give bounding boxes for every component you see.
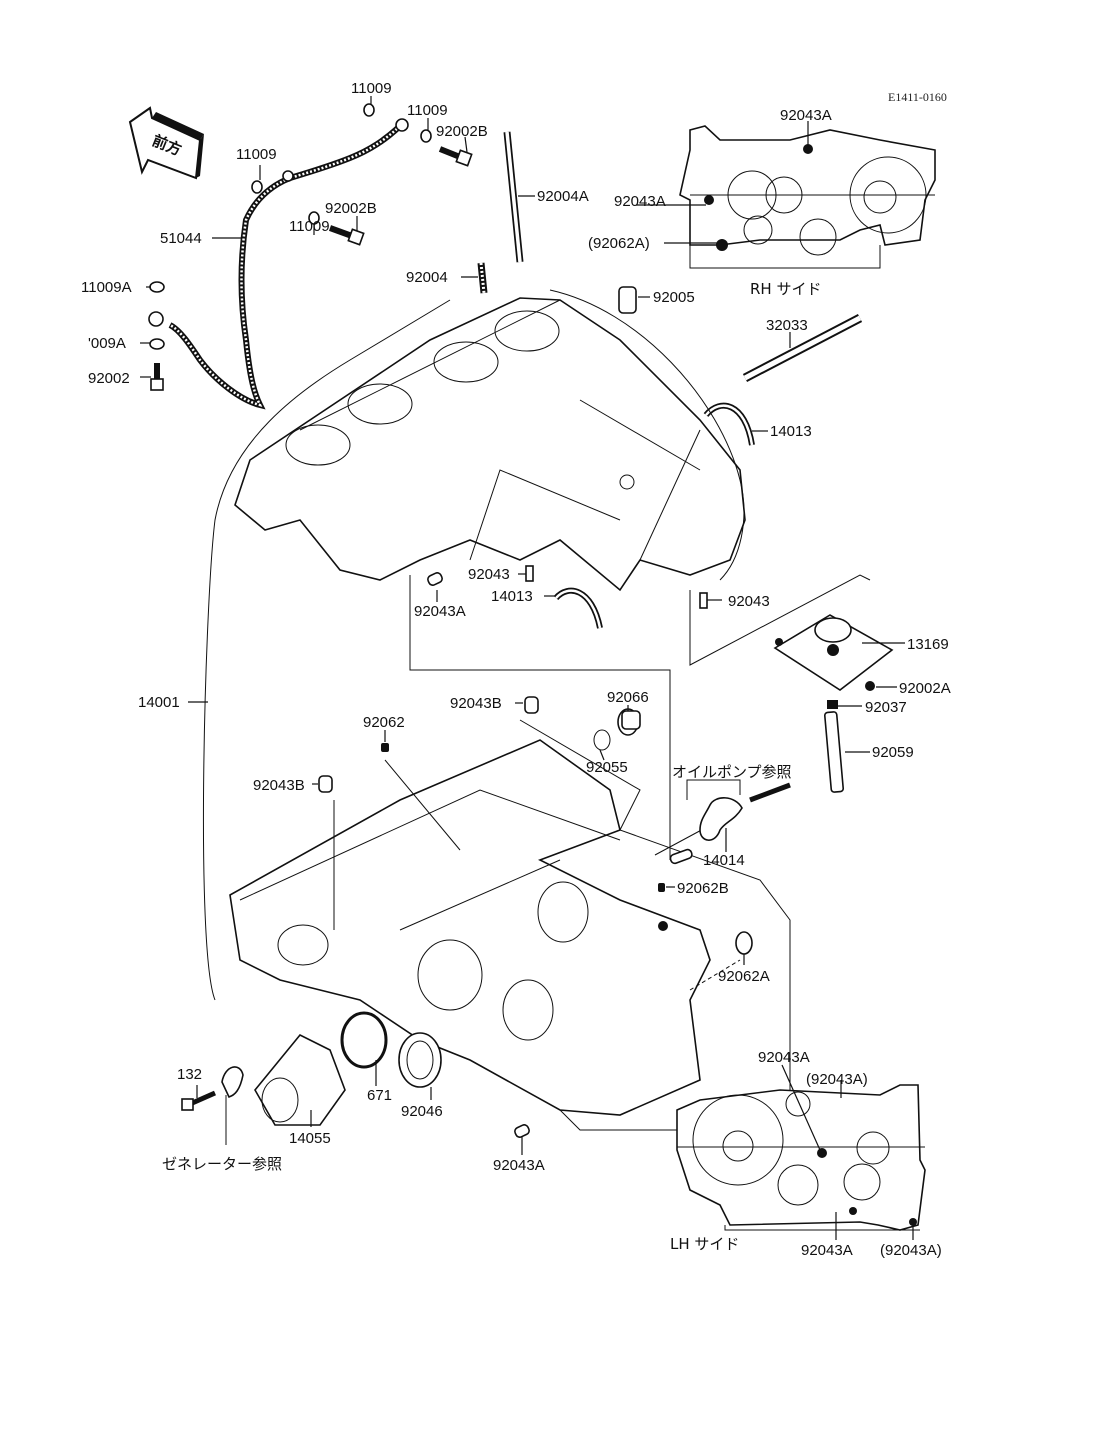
bearing-92046-icon: [398, 1032, 442, 1088]
pipe-92059-icon: [823, 711, 845, 793]
washer-11009-icon: [251, 180, 263, 194]
oil-pump-cover-13169: [773, 614, 894, 691]
part-label: 92043A: [758, 1049, 810, 1066]
part-label: 92043: [728, 593, 770, 610]
stud-92004A-icon: [503, 131, 524, 263]
oring-92055-icon: [593, 729, 611, 751]
plug-92062B-icon: [658, 883, 665, 892]
part-label: 92004A: [537, 188, 589, 205]
washer-11009-icon: [420, 129, 432, 143]
part-label: 11009A: [81, 279, 132, 296]
part-label: 14014: [703, 852, 745, 869]
washer-11009A-icon: [149, 338, 165, 350]
oring-671-icon: [340, 1011, 388, 1069]
part-label: 14013: [491, 588, 533, 605]
oil-hose-51044: [148, 118, 409, 410]
assembly-boundary: [202, 299, 451, 1001]
part-label: 92002B: [436, 123, 488, 140]
diagram-reference-code: E1411-0160: [888, 90, 947, 104]
bolt-92002A-icon: [865, 681, 875, 691]
part-label: 92043: [468, 566, 510, 583]
bolt-92002-icon: [150, 363, 164, 391]
washer-11009-icon: [363, 103, 375, 117]
part-label: 11009: [407, 102, 448, 119]
part-label: 92037: [865, 699, 907, 716]
oil-pump-reference-label: オイルポンプ参照: [672, 763, 792, 781]
dowel-92043A-icon: [514, 1124, 530, 1138]
part-label: (92043A): [880, 1242, 942, 1259]
dowel-92043B-icon: [524, 696, 539, 714]
lower-crankcase: [229, 739, 711, 1116]
bolt-92002B-icon: [328, 225, 365, 246]
rh-side-view: [679, 125, 936, 269]
dowel-92043B-icon: [318, 775, 333, 793]
bolt-92002B-icon: [438, 146, 473, 167]
part-label: 92002B: [325, 200, 377, 217]
part-label: 92043A: [414, 603, 466, 620]
part-label: 92043A: [801, 1242, 853, 1259]
bolt-132-icon: [181, 1090, 217, 1111]
shaft-32033-icon: [742, 314, 863, 382]
plug-92062A-icon: [735, 931, 753, 955]
lh-side-view: [676, 1084, 926, 1231]
part-label: 11009: [236, 146, 277, 163]
part-label: '009A: [88, 335, 126, 352]
part-label: 92043B: [450, 695, 502, 712]
lh-side-label: LH サイド: [670, 1235, 739, 1253]
part-label: 92055: [586, 759, 628, 776]
part-label: 92002A: [899, 680, 951, 697]
front-direction-arrow-icon: 前方: [128, 106, 204, 180]
part-label: 92059: [872, 744, 914, 761]
upper-crankcase: [234, 297, 746, 592]
leader-lines: [140, 96, 914, 1240]
part-label: 132: [177, 1066, 202, 1083]
part-label: 11009: [289, 218, 330, 235]
part-label: 92062B: [677, 880, 729, 897]
washer-11009A-icon: [149, 281, 165, 293]
bracket-14014-icon: [669, 782, 791, 865]
dowel-92043A-icon: [427, 572, 443, 586]
seal-92037-icon: [827, 700, 838, 709]
part-label: 92002: [88, 370, 130, 387]
housing-14055-icon: [254, 1033, 346, 1126]
rh-side-label: RH サイド: [750, 280, 821, 298]
part-label: 92005: [653, 289, 695, 306]
part-label: 14055: [289, 1130, 331, 1147]
part-label: (92062A): [588, 235, 650, 252]
part-label: 92043B: [253, 777, 305, 794]
plug-92062-icon: [381, 743, 389, 752]
part-label: 92043A: [614, 193, 666, 210]
part-label: 92043A: [780, 107, 832, 124]
stud-92004-icon: [477, 262, 488, 294]
dowel-92043-icon: [699, 592, 708, 609]
plug-92066-icon: [617, 708, 641, 736]
part-label: 92062A: [718, 968, 770, 985]
part-label: 92004: [406, 269, 448, 286]
part-label: 51044: [160, 230, 202, 247]
part-label: 11009: [351, 80, 392, 97]
part-label: 13169: [907, 636, 949, 653]
dowel-92043-icon: [525, 565, 534, 582]
part-label: 92043A: [493, 1157, 545, 1174]
part-label: 671: [367, 1087, 392, 1104]
clamp-icon: [221, 1066, 244, 1098]
part-label: (92043A): [806, 1071, 868, 1088]
part-label: 92062: [363, 714, 405, 731]
part-label: 14001: [138, 694, 180, 711]
part-label: 92046: [401, 1103, 443, 1120]
part-label: 14013: [770, 423, 812, 440]
part-label: 32033: [766, 317, 808, 334]
generator-reference-label: ゼネレーター参照: [162, 1155, 282, 1173]
part-label: 92066: [607, 689, 649, 706]
dowel-92005-icon: [618, 286, 637, 314]
